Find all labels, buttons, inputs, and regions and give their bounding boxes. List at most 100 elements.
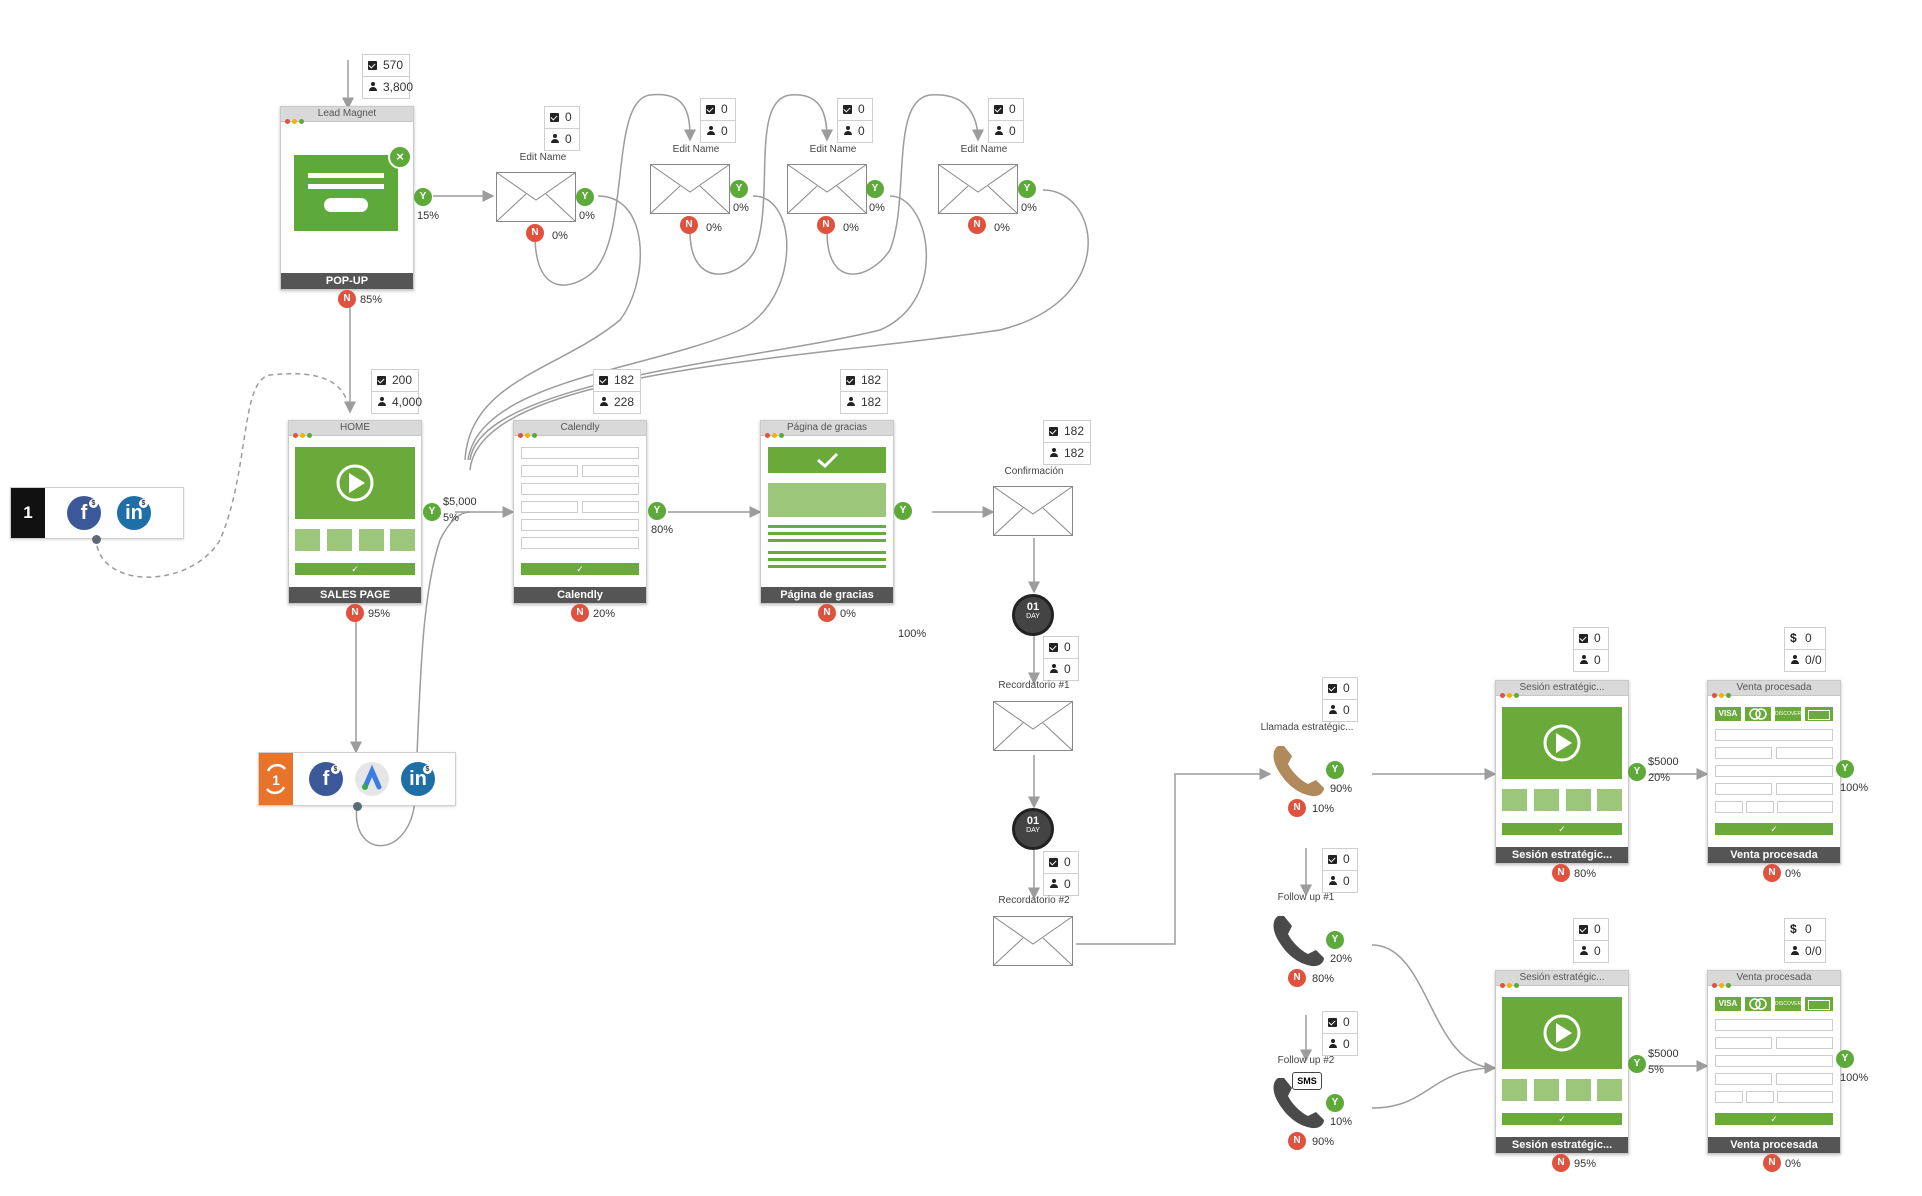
no-badge[interactable]: N — [1763, 864, 1781, 882]
yes-badge[interactable]: Y — [1326, 1094, 1344, 1112]
no-badge[interactable]: N — [526, 224, 544, 242]
card-footer-label: Sesión estratégic... — [1496, 1137, 1628, 1153]
yes-badge[interactable]: Y — [648, 502, 666, 520]
email4-no-pct: 0% — [994, 222, 1010, 234]
sesion1-yes-pct: 20% — [1648, 772, 1671, 784]
yes-badge[interactable]: Y — [1836, 1050, 1854, 1068]
fu2-no-pct: 90% — [1312, 1136, 1335, 1148]
envelope-icon[interactable] — [650, 164, 730, 214]
card-title: Venta procesada — [1736, 682, 1812, 693]
no-badge[interactable]: N — [1288, 799, 1306, 817]
yes-badge[interactable]: Y — [730, 180, 748, 198]
phone-icon[interactable] — [1270, 742, 1326, 798]
linkedin-icon: in$ — [117, 496, 151, 530]
no-badge[interactable]: N — [338, 290, 356, 308]
sesion2-price: $5000 — [1648, 1048, 1679, 1060]
card-footer-label: Página de gracias — [761, 587, 893, 603]
email4-label: Edit Name — [960, 144, 1008, 155]
fu2-yes-pct: 10% — [1330, 1116, 1353, 1128]
email1-no-pct: 0% — [552, 230, 568, 242]
discover-card-icon: DISCOVER — [1775, 997, 1801, 1011]
email3-no-pct: 0% — [843, 222, 859, 234]
rec2-label: Recordatorio #2 — [998, 895, 1070, 906]
no-badge[interactable]: N — [346, 604, 364, 622]
traffic-source-retarget[interactable]: 1 f$ in$ — [258, 752, 456, 811]
phone-icon[interactable] — [1270, 1074, 1326, 1130]
venta1-no-pct: 0% — [1785, 868, 1801, 880]
rec1-label: Recordatorio #1 — [998, 680, 1070, 691]
card-footer-label: Calendly — [514, 587, 646, 603]
no-badge[interactable]: N — [968, 216, 986, 234]
yes-badge[interactable]: Y — [1326, 931, 1344, 949]
yes-badge[interactable]: Y — [1628, 763, 1646, 781]
no-badge[interactable]: N — [1288, 1132, 1306, 1150]
no-badge[interactable]: N — [680, 216, 698, 234]
video-preview — [1502, 997, 1622, 1069]
close-icon: × — [388, 145, 412, 169]
email2-no-pct: 0% — [706, 222, 722, 234]
no-badge[interactable]: N — [818, 604, 836, 622]
mastercard-icon — [1745, 707, 1771, 721]
card-footer-label: SALES PAGE — [289, 587, 421, 603]
no-badge[interactable]: N — [571, 604, 589, 622]
discover-card-icon: DISCOVER — [1775, 707, 1801, 721]
source-connector-dot[interactable] — [353, 802, 362, 811]
venta2-yes-pct: 100% — [1840, 1072, 1869, 1084]
llamada-no-pct: 10% — [1312, 803, 1335, 815]
calendly-yes-pct: 80% — [651, 524, 674, 536]
yes-badge[interactable]: Y — [866, 180, 884, 198]
phone-icon[interactable] — [1270, 912, 1326, 968]
page-card-sesion1[interactable]: Sesión estratégic... ✓ Sesión estratégic… — [1495, 680, 1629, 864]
email3-yes-return — [469, 195, 928, 461]
envelope-icon[interactable] — [496, 172, 576, 222]
no-badge[interactable]: N — [1552, 1154, 1570, 1172]
no-badge[interactable]: N — [817, 216, 835, 234]
card-footer-label: Sesión estratégic... — [1496, 847, 1628, 863]
yes-badge[interactable]: Y — [576, 188, 594, 206]
video-preview — [295, 447, 415, 519]
popup-no-pct: 85% — [360, 294, 383, 306]
amex-card-icon — [1805, 997, 1833, 1011]
source-connector-dot[interactable] — [92, 535, 101, 544]
home-yes-pct: 5% — [443, 512, 459, 524]
page-card-home[interactable]: HOME ✓ SALES PAGE — [288, 420, 422, 604]
page-card-calendly[interactable]: Calendly ✓ Calendly — [513, 420, 647, 604]
yes-badge[interactable]: Y — [894, 502, 912, 520]
envelope-icon[interactable] — [993, 701, 1073, 751]
page-card-sesion2[interactable]: Sesión estratégic... ✓ Sesión estratégic… — [1495, 970, 1629, 1154]
yes-badge[interactable]: Y — [414, 188, 432, 206]
envelope-icon[interactable] — [993, 916, 1073, 966]
yes-badge[interactable]: Y — [1628, 1055, 1646, 1073]
visa-card-icon: VISA — [1715, 997, 1741, 1011]
page-card-venta1[interactable]: Venta procesada VISA DISCOVER ✓ Venta pr… — [1707, 680, 1841, 864]
yes-badge[interactable]: Y — [1326, 761, 1344, 779]
no-badge[interactable]: N — [1763, 1154, 1781, 1172]
page-card-popup[interactable]: Lead Magnet × POP-UP — [280, 106, 414, 290]
email1-yes-pct: 0% — [579, 210, 595, 222]
page-card-gracias[interactable]: Página de gracias Página de gracias — [760, 420, 894, 604]
no-badge[interactable]: N — [1552, 864, 1570, 882]
envelope-icon[interactable] — [938, 164, 1018, 214]
traffic-source-organic[interactable]: 1 f$ in$ — [10, 487, 184, 544]
yes-badge[interactable]: Y — [1836, 760, 1854, 778]
envelope-icon[interactable] — [993, 486, 1073, 536]
email2-no-loop — [689, 94, 833, 275]
page-card-venta2[interactable]: Venta procesada VISA DISCOVER ✓ Venta pr… — [1707, 970, 1841, 1154]
yes-badge[interactable]: Y — [423, 503, 441, 521]
yes-badge[interactable]: Y — [1018, 180, 1036, 198]
envelope-icon[interactable] — [787, 164, 867, 214]
no-badge[interactable]: N — [1288, 969, 1306, 987]
email2-yes-pct: 0% — [733, 202, 749, 214]
retarget-icon: 1 — [259, 753, 293, 805]
fu1-no-pct: 80% — [1312, 973, 1335, 985]
